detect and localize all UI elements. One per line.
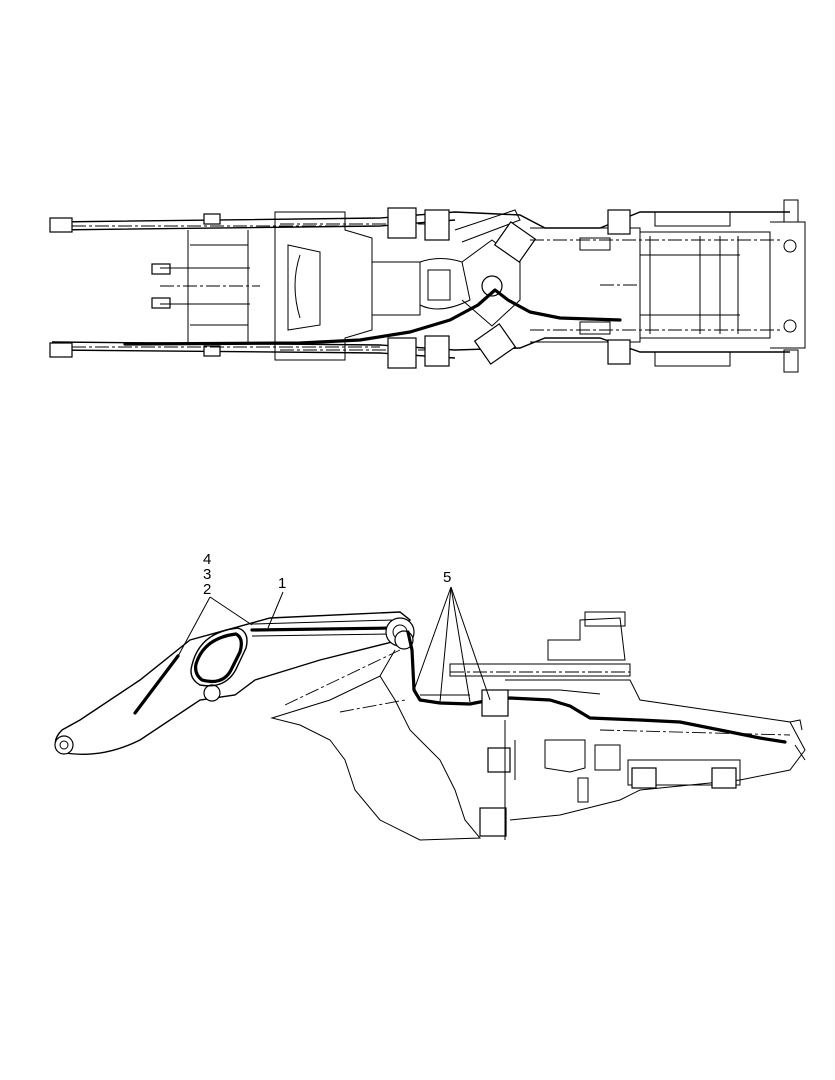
pin-mid-1 (151, 263, 171, 275)
mount-top-a (387, 207, 417, 239)
rear-mount-bot (607, 339, 631, 365)
leader-1 (267, 591, 284, 629)
mount-side-a (481, 689, 509, 717)
side-view-machine (54, 611, 806, 841)
callout-1: 1 (278, 575, 286, 592)
rear-mount-top (607, 209, 631, 235)
mount-bot-b (424, 335, 450, 367)
leader-5-c (450, 586, 471, 703)
leader-2-4-a (175, 596, 211, 661)
pin-top-2 (203, 213, 221, 225)
hose-boom (133, 626, 397, 715)
boom-pin-front (54, 735, 74, 755)
pin-mid-2 (151, 297, 171, 309)
leader-5-a (413, 586, 452, 691)
mount-side-b (487, 747, 511, 773)
callout-5: 5 (443, 569, 451, 586)
callout-4: 4 (203, 551, 211, 568)
mount-bot-a (387, 337, 417, 369)
leader-5-d (450, 586, 491, 701)
hose-loop (194, 632, 243, 684)
leader-2-4-b (209, 596, 253, 626)
callouts: 4 3 2 1 5 (175, 551, 491, 703)
leader-5-b (439, 586, 452, 703)
pin-top-left (49, 217, 73, 233)
callout-3: 3 (203, 566, 211, 583)
top-view-chassis (49, 199, 806, 373)
mount-side-c (479, 807, 507, 837)
callout-2: 2 (203, 581, 211, 598)
hose-main (406, 630, 787, 744)
pin-bot-2 (203, 345, 221, 357)
pin-bottom-left (49, 342, 73, 358)
boom-pin-link (203, 684, 221, 702)
hose-top-view (123, 288, 622, 346)
mount-top-b (424, 209, 450, 241)
